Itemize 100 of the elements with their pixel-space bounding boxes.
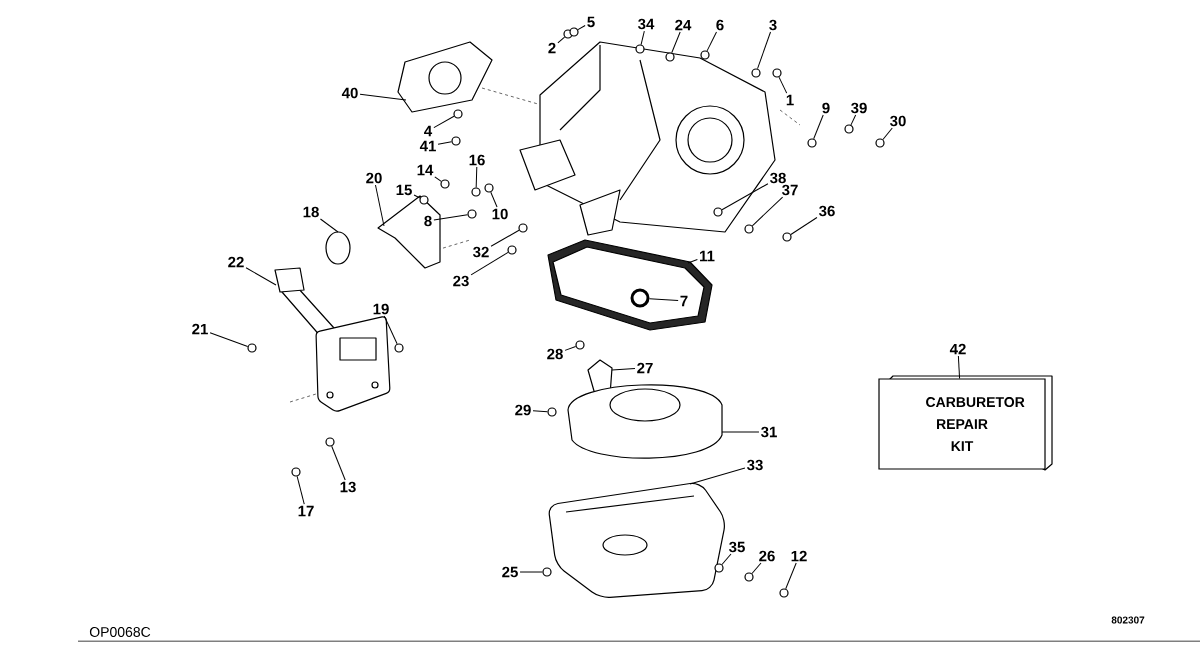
part-washer — [744, 224, 754, 234]
leader-line — [751, 196, 784, 227]
callout-number: 3 — [769, 19, 777, 31]
part-washer — [518, 223, 528, 233]
leader-line — [850, 114, 857, 126]
callout-number: 7 — [680, 295, 688, 307]
callout-number: 12 — [791, 550, 807, 562]
callout-number: 20 — [366, 172, 382, 184]
leader-line — [245, 267, 277, 286]
leader-line — [490, 229, 520, 247]
part-washer — [569, 27, 579, 37]
callout-number: 28 — [547, 348, 563, 360]
callout-number: 5 — [587, 16, 595, 28]
callout-number: 26 — [759, 550, 775, 562]
leader-line — [957, 355, 961, 379]
callout-number: 14 — [417, 164, 434, 176]
part-washer — [751, 68, 761, 78]
leader-line — [374, 184, 385, 227]
part-washer — [484, 183, 494, 193]
callout-number: 10 — [492, 208, 508, 220]
part-washer — [844, 124, 854, 134]
leader-line — [577, 24, 586, 31]
callout-number: 15 — [396, 184, 412, 196]
part-washer — [291, 467, 301, 477]
part-washer — [247, 343, 257, 353]
callout-number: 30 — [890, 115, 906, 127]
part-washer — [744, 572, 754, 582]
leader-line — [413, 194, 421, 199]
leader-line — [296, 475, 305, 505]
kit-box: CARBURETOR REPAIR KIT — [878, 378, 1046, 470]
callout-number: 8 — [424, 215, 432, 227]
callout-number: 6 — [716, 19, 724, 31]
callout-number: 27 — [637, 362, 653, 374]
part-washer — [547, 407, 557, 417]
part-washer — [779, 588, 789, 598]
callout-number: 38 — [770, 172, 786, 184]
leader-line — [778, 76, 788, 94]
part-washer — [700, 50, 710, 60]
callout-number: 17 — [298, 505, 314, 517]
callout-number: 21 — [192, 323, 208, 335]
leader-line — [757, 31, 771, 70]
part-washer — [713, 207, 723, 217]
part-washer — [630, 288, 650, 308]
leader-line — [640, 30, 645, 46]
callout-number: 42 — [949, 343, 966, 355]
leader-line — [649, 298, 679, 302]
leader-line — [882, 127, 893, 140]
leader-line — [721, 431, 760, 433]
leader-line — [564, 346, 577, 351]
figure-code: OP0068C — [89, 627, 151, 637]
part-washer — [453, 109, 463, 119]
callout-number: 9 — [822, 102, 830, 114]
part-washer — [772, 68, 782, 78]
part-washer — [542, 567, 552, 577]
callout-number: 25 — [502, 566, 518, 578]
leader-line — [383, 315, 398, 345]
leader-line — [209, 332, 249, 347]
leader-line — [790, 217, 818, 235]
leader-line — [611, 368, 636, 371]
part-washer — [665, 52, 675, 62]
leader-line — [433, 214, 468, 221]
part-washer — [440, 179, 450, 189]
callout-number: 35 — [729, 541, 745, 553]
part-washer — [635, 44, 645, 54]
part-washer — [451, 136, 461, 146]
leader-line — [785, 562, 797, 590]
callout-number: 11 — [700, 250, 715, 262]
leader-line — [331, 445, 346, 481]
leader-line — [475, 166, 478, 188]
part-washer — [471, 187, 481, 197]
leader-line — [490, 191, 498, 208]
callout-number: 39 — [851, 102, 867, 114]
part-washer — [575, 340, 585, 350]
part-washer — [875, 138, 885, 148]
leader-line — [434, 176, 442, 182]
leader-line — [319, 218, 339, 233]
callout-number: 4 — [424, 125, 433, 137]
part-washer — [394, 343, 404, 353]
part-washer — [507, 245, 517, 255]
callout-number: 23 — [453, 275, 469, 287]
leader-line — [557, 36, 566, 44]
callout-number: 22 — [228, 256, 244, 268]
leader-line — [470, 251, 509, 276]
callout-number: 41 — [419, 140, 436, 152]
callout-number: 33 — [747, 459, 763, 471]
part-washer — [714, 563, 724, 573]
leader-line — [359, 93, 407, 101]
leader-line — [751, 562, 762, 574]
callout-number: 1 — [786, 94, 794, 106]
callout-number: 37 — [782, 184, 798, 196]
part-washer — [419, 195, 429, 205]
callout-number: 2 — [548, 42, 556, 54]
callout-number: 16 — [469, 154, 485, 166]
callout-number: 13 — [340, 481, 356, 493]
part-washer — [807, 138, 817, 148]
leader-line — [437, 141, 452, 145]
part-washer — [467, 209, 477, 219]
leader-line — [671, 31, 681, 54]
callout-number: 31 — [761, 426, 777, 438]
leader-line — [687, 259, 698, 264]
